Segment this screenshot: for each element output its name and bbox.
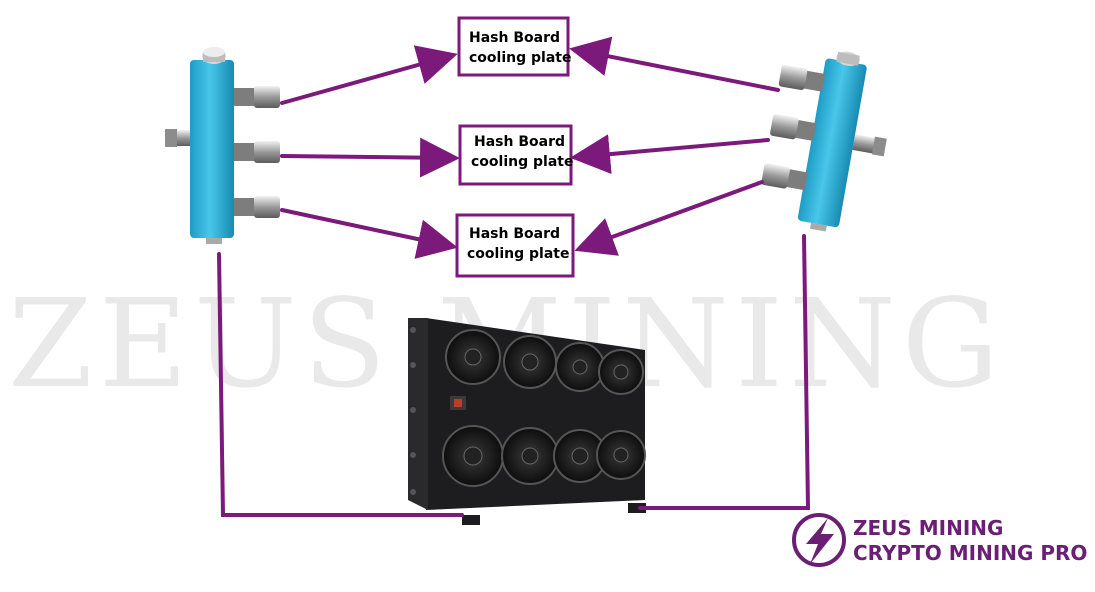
fan-row-bottom [442,425,646,487]
arrow-left-middle [280,137,460,178]
left-manifold [165,47,280,244]
left-return-line [217,252,464,517]
brand-name: ZEUS MINING [853,516,1003,540]
box-3-line-1: Hash Board [469,226,560,242]
brand-tagline: CRYPTO MINING PRO [853,541,1087,565]
box-2-line-1: Hash Board [474,134,565,150]
box-3-line-2: cooling plate [467,246,569,262]
box-1-line-2: cooling plate [469,50,571,66]
miner-unit [408,318,646,525]
connectors [217,36,811,517]
brand-logo: ZEUS MINING CRYPTO MINING PRO [792,513,1087,567]
cooling-plate-box-3: Hash Board cooling plate [455,213,575,278]
arrow-right-top [569,36,780,92]
right-manifold [761,51,887,232]
fan-row-top [445,329,644,395]
box-1-line-1: Hash Board [469,30,560,46]
arrow-right-bottom [574,180,764,256]
lightning-bolt-icon [806,518,834,564]
right-return-line [638,234,811,510]
arrow-left-top [280,45,458,105]
cooling-plate-box-2: Hash Board cooling plate [458,124,573,186]
arrow-left-bottom [280,208,458,259]
cooling-plate-box-1: Hash Board cooling plate [457,16,571,77]
box-2-line-2: cooling plate [471,154,573,170]
arrow-right-middle [570,134,770,175]
